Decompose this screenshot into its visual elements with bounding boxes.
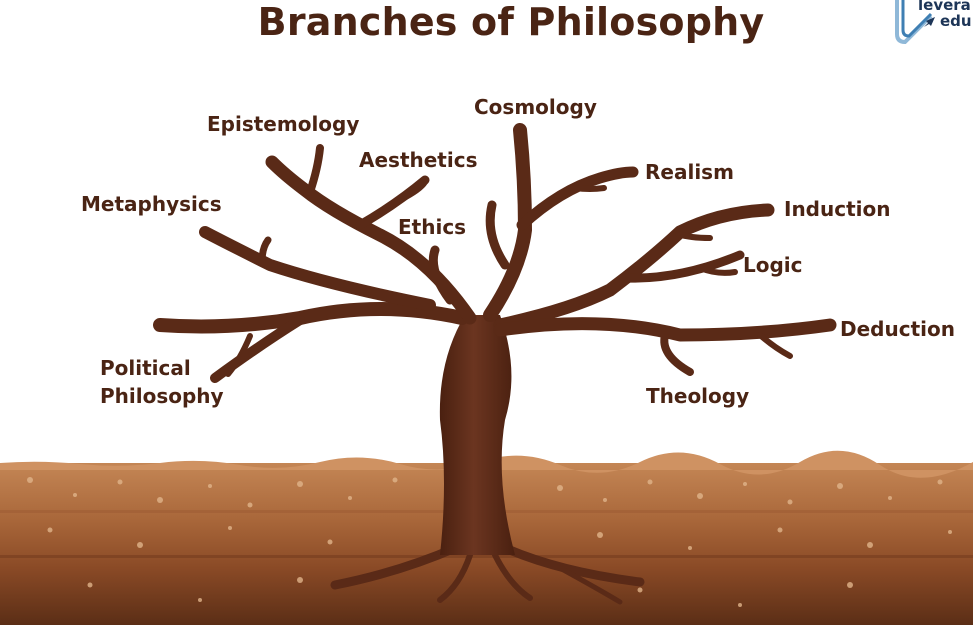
branch-label-induction: Induction — [784, 197, 891, 221]
branch-label-realism: Realism — [645, 160, 734, 184]
tree — [153, 123, 837, 605]
branch-label-ethics: Ethics — [398, 215, 467, 239]
logo-chevron-icon — [895, 0, 933, 45]
branch-label-philosophy: Philosophy — [100, 384, 224, 408]
branch-label-cosmology: Cosmology — [474, 95, 597, 119]
branch-label-logic: Logic — [743, 253, 803, 277]
logo-text-line1: levera — [918, 0, 971, 14]
branch-label-aesthetics: Aesthetics — [359, 148, 478, 172]
logo-text-line2: edu — [940, 12, 972, 30]
brand-logo: levera edu — [893, 0, 973, 48]
branch-label-theology: Theology — [646, 384, 750, 408]
branch-label-political: Political — [100, 356, 191, 380]
branch-label-epistemology: Epistemology — [207, 112, 360, 136]
page-title: Branches of Philosophy — [257, 0, 765, 44]
rocket-icon — [924, 17, 935, 27]
branch-label-metaphysics: Metaphysics — [81, 192, 222, 216]
soil-pebbles — [27, 477, 952, 607]
branch-label-deduction: Deduction — [840, 317, 955, 341]
